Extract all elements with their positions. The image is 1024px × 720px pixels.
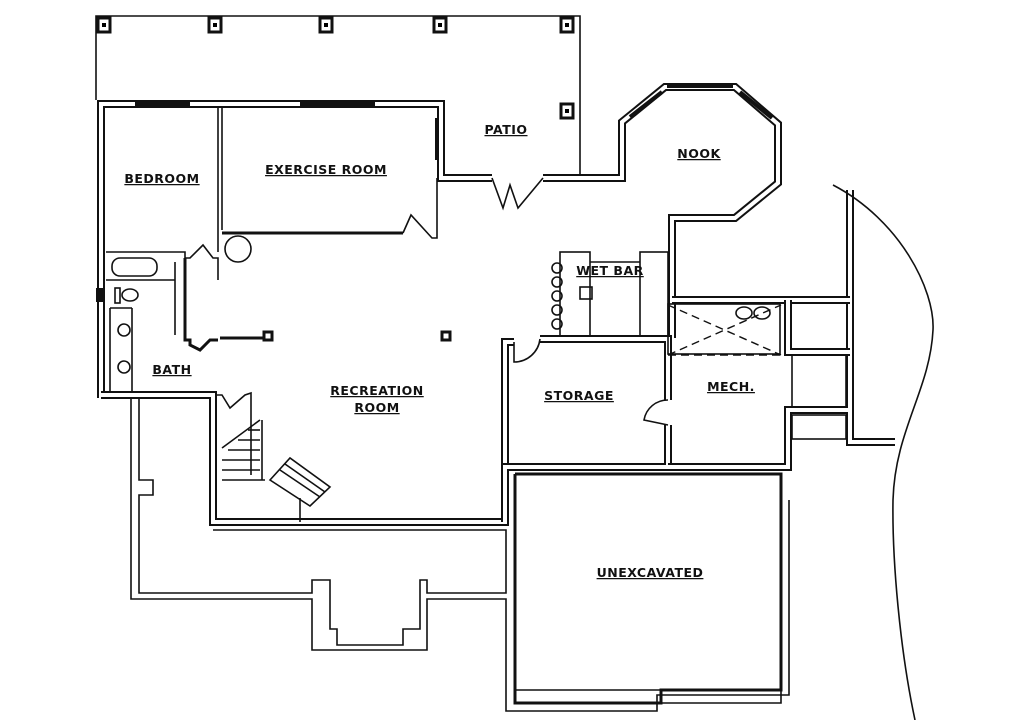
toilet-icon [121,288,139,302]
label-wet-bar: WET BAR [576,263,644,278]
patio-post-icons [96,16,575,120]
stairs-icon [221,419,332,522]
label-patio: PATIO [484,122,527,137]
label-mech: MECH. [707,379,755,394]
column-icon [224,235,252,263]
furnace-icon [753,306,771,320]
partitions [96,108,847,522]
bar-sink-icon [579,286,593,300]
label-recreation-room-2: ROOM [354,400,399,415]
label-bath: BATH [152,362,191,377]
label-bedroom: BEDROOM [124,171,199,186]
bathtub-icon [111,257,158,277]
water-heater-icon [735,306,753,320]
patio-roof [95,15,581,182]
label-nook: NOOK [677,146,721,161]
label-unexcavated: UNEXCAVATED [597,565,704,580]
label-recreation-room-1: RECREATION [330,383,423,398]
bar-stool-icons [551,262,563,330]
label-exercise-room: EXERCISE ROOM [265,162,387,177]
sink-icon [117,323,131,337]
windows [135,84,774,160]
sink-icon [117,360,131,374]
room-labels: PATIO NOOK BEDROOM EXERCISE ROOM WET BAR… [124,122,755,580]
label-storage: STORAGE [544,388,614,403]
foundation [130,184,934,720]
